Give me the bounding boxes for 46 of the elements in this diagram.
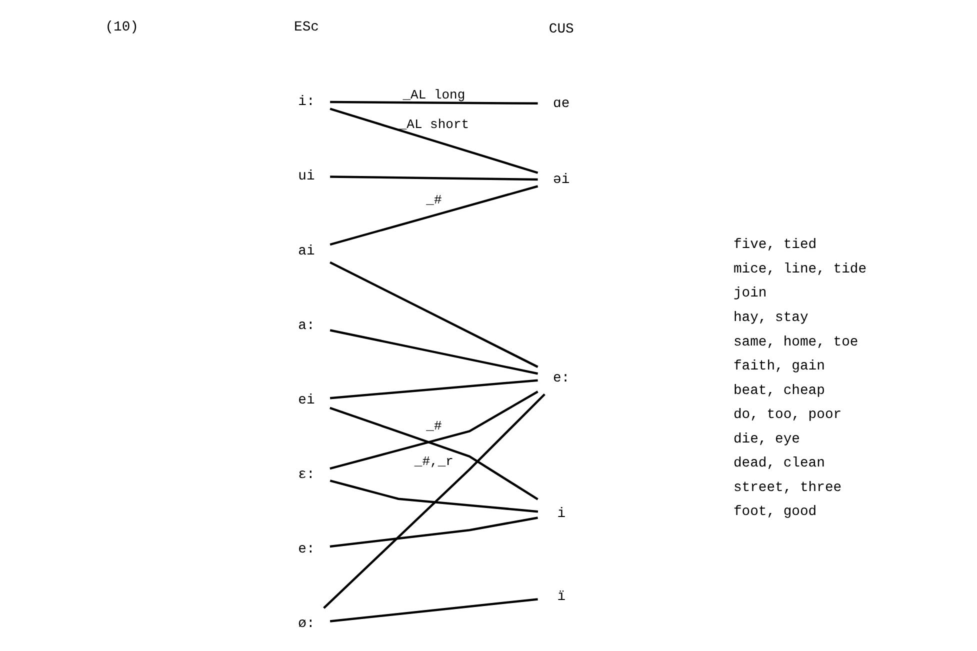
connector [329, 379, 538, 400]
connector [329, 598, 538, 622]
label: join [732, 286, 766, 302]
node-text: ei [298, 392, 314, 408]
node-text: ai [298, 243, 314, 260]
label: five, tied [732, 237, 816, 254]
node-text: i [556, 506, 566, 522]
connector [329, 406, 538, 500]
connector [329, 261, 538, 368]
edge-label: _#,_r [414, 454, 453, 470]
label: ESc [294, 20, 318, 36]
edge-label: _# [426, 418, 442, 434]
connector [329, 329, 538, 375]
connector [330, 100, 538, 105]
label: (10) [104, 20, 138, 36]
connector [329, 516, 538, 548]
connector [329, 480, 538, 513]
node-text: i: [298, 94, 314, 110]
label: mice, line, tide [732, 261, 866, 278]
node-text: a: [298, 318, 314, 334]
edge-label: _AL short [398, 116, 469, 132]
node-text: ɛ: [298, 466, 314, 483]
edge-label: _AL long [402, 87, 465, 102]
label: faith, gain [732, 358, 824, 375]
connector [329, 390, 538, 470]
node-text: ï [556, 589, 566, 606]
label: die, eye [732, 431, 800, 448]
label: do, too, poor [732, 407, 842, 424]
connector [330, 176, 538, 181]
node-text: e: [552, 370, 570, 387]
node-text: ui [298, 168, 314, 185]
label: foot, good [732, 504, 816, 520]
connector [329, 185, 538, 246]
edge-label: _# [426, 192, 442, 208]
connector [329, 108, 538, 174]
label: same, home, toe [732, 334, 858, 350]
node-text: əi [552, 172, 570, 188]
node-text: ø: [298, 616, 314, 632]
connector [322, 393, 545, 609]
node-text: e: [298, 541, 314, 558]
node-text: ɑe [552, 96, 570, 112]
label: dead, clean [732, 456, 824, 472]
label: beat, cheap [732, 382, 824, 399]
label: street, three [732, 480, 842, 496]
label: hay, stay [732, 310, 808, 326]
label: CUS [548, 21, 574, 38]
